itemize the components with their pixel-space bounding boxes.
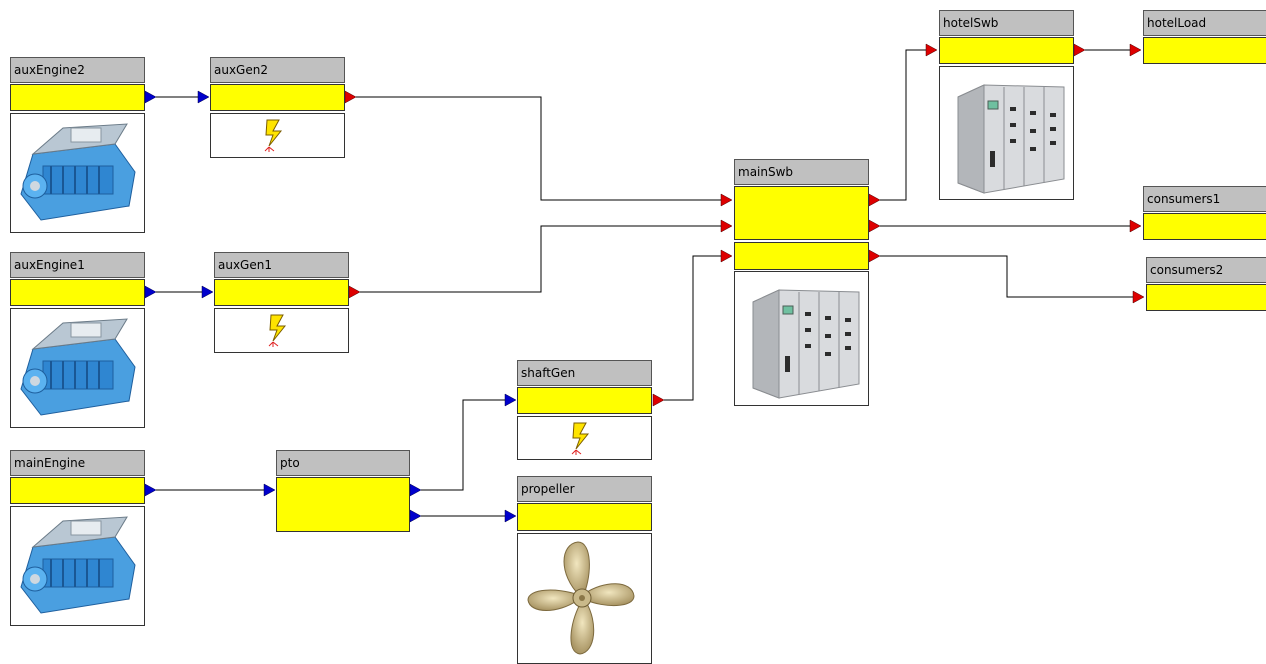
block-hotelLoad-body[interactable] — [1143, 37, 1266, 64]
port-in-mainSwb-2 — [721, 220, 732, 232]
block-propeller-body[interactable] — [517, 503, 652, 531]
lightning-icon — [215, 309, 348, 352]
block-auxEngine1-title[interactable]: auxEngine1 — [10, 252, 145, 278]
port-out-auxGen1 — [349, 286, 360, 298]
wire-auxGen2-mainSwb — [356, 97, 721, 200]
port-out-auxEngine2 — [145, 91, 156, 103]
port-in-auxGen2 — [198, 91, 209, 103]
port-in-hotelSwb — [926, 44, 937, 56]
block-mainSwb-image — [734, 271, 869, 406]
wire-pto-shaftGen — [421, 400, 505, 490]
block-auxEngine1-image — [10, 308, 145, 428]
lightning-icon — [211, 114, 344, 157]
port-out-auxGen2 — [345, 91, 356, 103]
block-auxEngine2-body[interactable] — [10, 84, 145, 111]
block-auxGen1-body[interactable] — [214, 279, 349, 306]
engine-icon — [11, 507, 144, 625]
port-in-shaftGen — [505, 394, 516, 406]
port-out-mainSwb-1 — [869, 194, 880, 206]
port-out-mainSwb-2 — [869, 220, 880, 232]
block-propeller-image — [517, 533, 652, 664]
port-out-mainSwb-3 — [869, 250, 880, 262]
port-in-mainSwb-3 — [721, 250, 732, 262]
block-auxEngine2-image — [10, 113, 145, 233]
port-in-auxGen1 — [202, 286, 213, 298]
block-mainEngine-title[interactable]: mainEngine — [10, 450, 145, 476]
block-auxEngine1-body[interactable] — [10, 279, 145, 306]
block-auxGen1-image — [214, 308, 349, 353]
wire-auxGen1-mainSwb — [360, 226, 721, 292]
engine-icon — [11, 309, 144, 427]
port-in-consumers1 — [1130, 220, 1141, 232]
block-consumers2-body[interactable] — [1146, 284, 1266, 311]
port-out-pto-2 — [410, 510, 421, 522]
switchboard-cabinet-icon — [940, 67, 1073, 199]
port-in-hotelLoad — [1130, 44, 1141, 56]
wire-shaftGen-mainSwb — [664, 256, 721, 400]
port-out-pto-1 — [410, 484, 421, 496]
lightning-icon — [518, 417, 651, 459]
block-hotelSwb-title[interactable]: hotelSwb — [939, 10, 1074, 36]
block-auxGen1-title[interactable]: auxGen1 — [214, 252, 349, 278]
block-auxEngine2-title[interactable]: auxEngine2 — [10, 57, 145, 83]
block-hotelSwb-body[interactable] — [939, 37, 1074, 64]
port-in-consumers2 — [1133, 291, 1144, 303]
block-mainEngine-image — [10, 506, 145, 626]
wire-mainSwb-hotelSwb — [880, 50, 926, 200]
block-shaftGen-title[interactable]: shaftGen — [517, 360, 652, 386]
block-shaftGen-body[interactable] — [517, 387, 652, 414]
block-auxGen2-title[interactable]: auxGen2 — [210, 57, 345, 83]
switchboard-cabinet-icon — [735, 272, 868, 405]
block-propeller-title[interactable]: propeller — [517, 476, 652, 502]
port-out-shaftGen — [653, 394, 664, 406]
propeller-icon — [518, 534, 651, 663]
block-mainSwb-body-main[interactable] — [734, 186, 869, 240]
port-in-pto — [264, 484, 275, 496]
port-out-mainEngine — [145, 484, 156, 496]
block-pto-body[interactable] — [276, 477, 410, 532]
port-out-hotelSwb — [1074, 44, 1085, 56]
port-out-auxEngine1 — [145, 286, 156, 298]
block-mainEngine-body[interactable] — [10, 477, 145, 504]
block-mainSwb-body-lower[interactable] — [734, 242, 869, 270]
block-consumers2-title[interactable]: consumers2 — [1146, 257, 1266, 283]
port-in-mainSwb-1 — [721, 194, 732, 206]
block-consumers1-title[interactable]: consumers1 — [1143, 186, 1266, 212]
block-pto-title[interactable]: pto — [276, 450, 410, 476]
block-hotelSwb-image — [939, 66, 1074, 200]
block-shaftGen-image — [517, 416, 652, 460]
block-mainSwb-title[interactable]: mainSwb — [734, 159, 869, 185]
block-auxGen2-image — [210, 113, 345, 158]
block-consumers1-body[interactable] — [1143, 213, 1266, 240]
engine-icon — [11, 114, 144, 232]
port-in-propeller — [505, 510, 516, 522]
wire-mainSwb-consumers2 — [880, 256, 1133, 297]
block-hotelLoad-title[interactable]: hotelLoad — [1143, 10, 1266, 36]
block-auxGen2-body[interactable] — [210, 84, 345, 111]
